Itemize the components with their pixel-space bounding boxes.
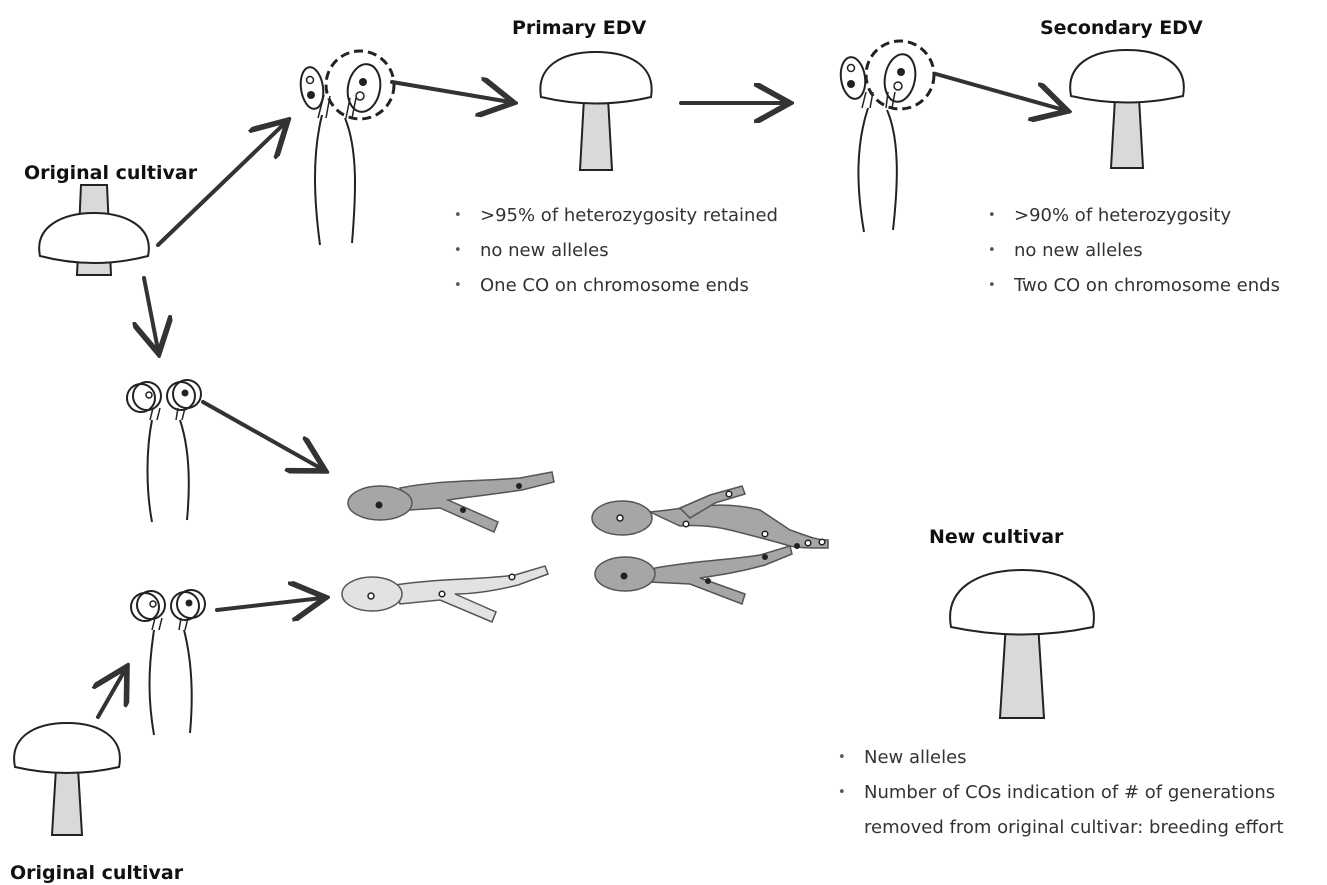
bullet-item: no new alleles: [452, 233, 778, 268]
germinating-spore-dark: [348, 472, 554, 532]
mushroom-original-top: [39, 185, 149, 275]
bullet-item: Two CO on chromosome ends: [986, 268, 1280, 303]
anastomosis-pair: [592, 486, 828, 604]
bullet-item: One CO on chromosome ends: [452, 268, 778, 303]
secondary-bullet-list: >90% of heterozygosity no new alleles Tw…: [986, 198, 1280, 303]
mushroom-original-bottom: [14, 723, 120, 835]
bullet-item: New alleles: [836, 740, 1284, 775]
bullet-item: >95% of heterozygosity retained: [452, 198, 778, 233]
mushroom-new-cultivar: [950, 570, 1094, 718]
bullet-item: Number of COs indication of # of generat…: [836, 775, 1284, 810]
nuclei-primary: [307, 77, 368, 101]
nucleus-light: [150, 601, 156, 607]
basidium-bottom: [131, 590, 205, 735]
nuclei-secondary: [847, 65, 905, 91]
mushroom-primary-edv: [540, 52, 651, 170]
germinating-spore-light: [342, 566, 548, 622]
label-new-cultivar: New cultivar: [929, 526, 1063, 548]
nucleus-light: [146, 392, 152, 398]
nucleus-dark: [182, 390, 189, 397]
label-primary-edv: Primary EDV: [512, 17, 646, 39]
primary-bullet-list: >95% of heterozygosity retained no new a…: [452, 198, 778, 303]
nucleus-dark: [186, 600, 193, 607]
bullet-item: >90% of heterozygosity: [986, 198, 1280, 233]
bullet-item: no new alleles: [986, 233, 1280, 268]
new-cultivar-bullet-list: New alleles Number of COs indication of …: [836, 740, 1284, 845]
label-original-cultivar-top: Original cultivar: [24, 162, 197, 184]
bullet-item-continuation: removed from original cultivar: breeding…: [836, 810, 1284, 845]
basidium-middle: [127, 380, 201, 522]
label-original-cultivar-bottom: Original cultivar: [10, 862, 183, 884]
label-secondary-edv: Secondary EDV: [1040, 17, 1203, 39]
mushroom-secondary-edv: [1070, 50, 1184, 168]
